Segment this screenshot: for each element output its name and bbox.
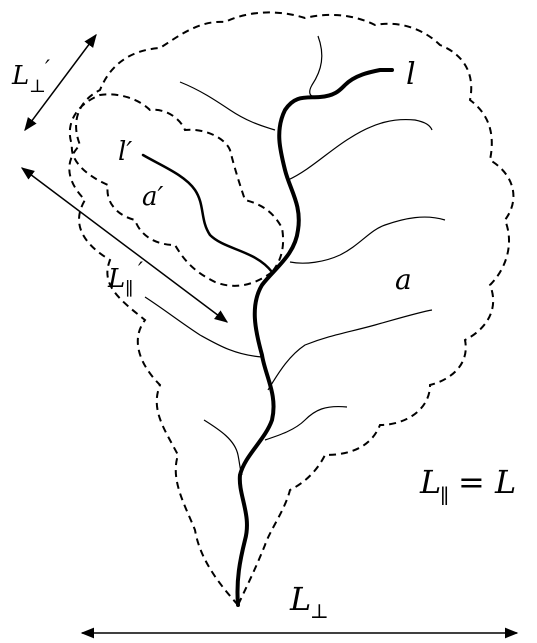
label-lperp-sub: L ⊥ ′ bbox=[11, 57, 50, 97]
svg-text:L: L bbox=[11, 61, 29, 91]
lperp-sub-arrow bbox=[24, 33, 97, 132]
svg-text:= L: = L bbox=[458, 463, 516, 501]
sub-basin-boundary bbox=[68, 93, 285, 287]
label-lpar-sub: L ∥ ′ bbox=[107, 259, 143, 300]
svg-text:⊥: ⊥ bbox=[29, 76, 46, 97]
label-lpar-equals-l: L ∥ = L bbox=[419, 463, 516, 508]
lpar-sub-arrow bbox=[20, 167, 229, 323]
svg-text:L: L bbox=[107, 264, 125, 294]
svg-text:∥: ∥ bbox=[440, 484, 449, 508]
label-lperp: L ⊥ bbox=[289, 580, 329, 623]
label-l-prime: l′ bbox=[118, 137, 132, 167]
svg-text:′: ′ bbox=[138, 259, 143, 284]
svg-text:⊥: ⊥ bbox=[310, 599, 329, 623]
svg-text:′: ′ bbox=[45, 57, 50, 82]
label-a: a bbox=[395, 263, 412, 296]
label-a-prime: a′ bbox=[142, 182, 164, 212]
label-l: l bbox=[406, 57, 416, 92]
svg-text:L: L bbox=[419, 463, 441, 501]
main-stream bbox=[235, 68, 394, 607]
sub-stream bbox=[141, 153, 274, 274]
svg-text:∥: ∥ bbox=[125, 279, 133, 300]
outer-basin-boundary bbox=[68, 11, 515, 606]
svg-text:L: L bbox=[289, 580, 311, 618]
